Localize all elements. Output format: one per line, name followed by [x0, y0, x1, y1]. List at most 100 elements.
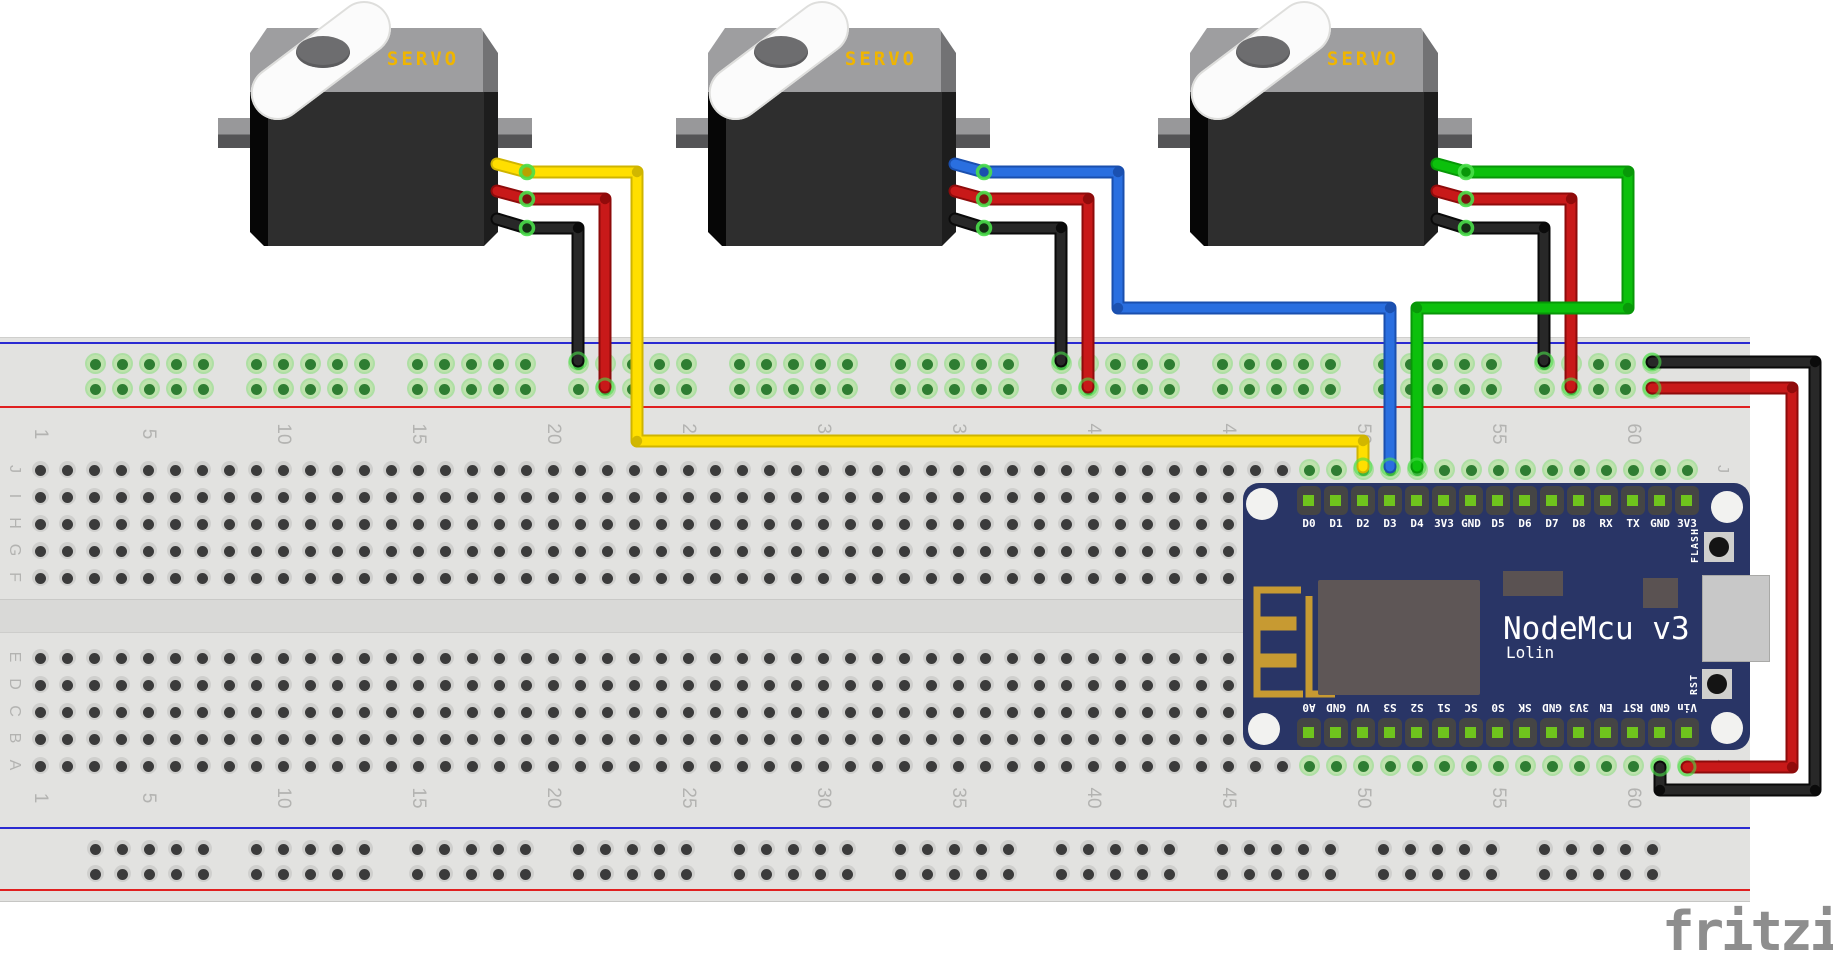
top-rail-hole: [731, 380, 748, 397]
hole-opening: [575, 680, 586, 691]
hole-opening: [654, 384, 665, 395]
top-rail-hole: [1053, 355, 1070, 372]
breadboard-hole: [1220, 461, 1237, 478]
breadboard-hole: [32, 542, 49, 559]
hole-opening: [899, 653, 910, 664]
hole-opening: [1003, 359, 1014, 370]
bottom-rail-hole: [1617, 840, 1634, 857]
breadboard-hole: [302, 488, 319, 505]
breadboard-hole: [491, 461, 508, 478]
top-rail-hole: [570, 355, 587, 372]
hole-opening: [494, 465, 505, 476]
breadboard-hole: [302, 703, 319, 720]
hole-opening: [467, 519, 478, 530]
hole-opening: [1405, 844, 1416, 855]
bottom-rail-hole: [463, 840, 480, 857]
mounting-hole: [1248, 713, 1280, 745]
top-rail-hole: [1134, 355, 1151, 372]
breadboard-hole: [491, 757, 508, 774]
hole-opening: [764, 519, 775, 530]
hole-opening: [439, 384, 450, 395]
column-number: 55: [1488, 787, 1509, 809]
breadboard-hole: [140, 757, 157, 774]
hole-opening: [1142, 734, 1153, 745]
breadboard-hole: [788, 461, 805, 478]
top-rail-hole: [1107, 380, 1124, 397]
hole-opening: [494, 546, 505, 557]
hole-opening: [1169, 734, 1180, 745]
top-rail-hole: [946, 355, 963, 372]
breadboard-hole: [302, 569, 319, 586]
servo-2[interactable]: SERVO: [676, 0, 992, 250]
column-number: 5: [138, 428, 159, 440]
breadboard-hole: [572, 703, 589, 720]
hole-opening: [872, 761, 883, 772]
breadboard-hole: [437, 488, 454, 505]
breadboard-hole: [491, 569, 508, 586]
hole-opening: [278, 869, 289, 880]
servo-3[interactable]: SERVO: [1158, 0, 1474, 250]
hole-opening: [413, 653, 424, 664]
bottom-rail-hole: [1295, 840, 1312, 857]
hole-opening: [332, 546, 343, 557]
hole-opening: [305, 384, 316, 395]
breadboard-hole: [869, 542, 886, 559]
servo-1[interactable]: SERVO: [218, 0, 534, 250]
column-number: 60: [1623, 787, 1644, 809]
breadboard-hole: [977, 757, 994, 774]
hole-opening: [1169, 761, 1180, 772]
breadboard-hole: [59, 676, 76, 693]
breadboard-hole: [572, 569, 589, 586]
top-rail-hole: [356, 355, 373, 372]
hole-opening: [1601, 465, 1612, 476]
bottom-rail-hole: [1322, 865, 1339, 882]
breadboard-hole: [680, 757, 697, 774]
breadboard-hole: [1652, 461, 1669, 478]
hole-opening: [170, 734, 181, 745]
hole-opening: [1088, 519, 1099, 530]
hole-opening: [926, 653, 937, 664]
hole-opening: [1007, 653, 1018, 664]
hole-opening: [1007, 546, 1018, 557]
hole-opening: [1061, 653, 1072, 664]
breadboard-hole: [248, 730, 265, 747]
breadboard-hole: [1058, 461, 1075, 478]
breadboard-hole: [194, 649, 211, 666]
bottom-rail-hole: [436, 865, 453, 882]
hole-opening: [117, 844, 128, 855]
hole-opening: [440, 546, 451, 557]
breadboard-hole: [680, 569, 697, 586]
hole-opening: [386, 492, 397, 503]
hole-opening: [710, 573, 721, 584]
bottom-rail-hole: [758, 840, 775, 857]
hole-opening: [656, 546, 667, 557]
top-rail-hole: [1617, 380, 1634, 397]
hole-opening: [683, 653, 694, 664]
bottom-rail-hole: [1617, 865, 1634, 882]
hole-opening: [710, 519, 721, 530]
hole-opening: [656, 734, 667, 745]
breadboard-hole: [680, 542, 697, 559]
hole-opening: [683, 573, 694, 584]
hole-opening: [251, 761, 262, 772]
pin-label: S1: [1437, 701, 1451, 714]
hole-opening: [899, 707, 910, 718]
breadboard-hole: [923, 730, 940, 747]
breadboard-hole: [815, 703, 832, 720]
breadboard-hole: [248, 569, 265, 586]
breadboard-hole: [113, 542, 130, 559]
hole-opening: [62, 519, 73, 530]
breadboard-hole: [1571, 461, 1588, 478]
hole-opening: [494, 707, 505, 718]
breadboard-hole: [572, 649, 589, 666]
hole-opening: [251, 546, 262, 557]
hole-opening: [845, 492, 856, 503]
breadboard-hole: [410, 488, 427, 505]
bottom-rail-hole: [1429, 840, 1446, 857]
bottom-rail-hole: [1080, 840, 1097, 857]
hole-opening: [278, 465, 289, 476]
servo-mount-tab: [218, 118, 252, 148]
breadboard-hole: [437, 676, 454, 693]
hole-opening: [872, 573, 883, 584]
